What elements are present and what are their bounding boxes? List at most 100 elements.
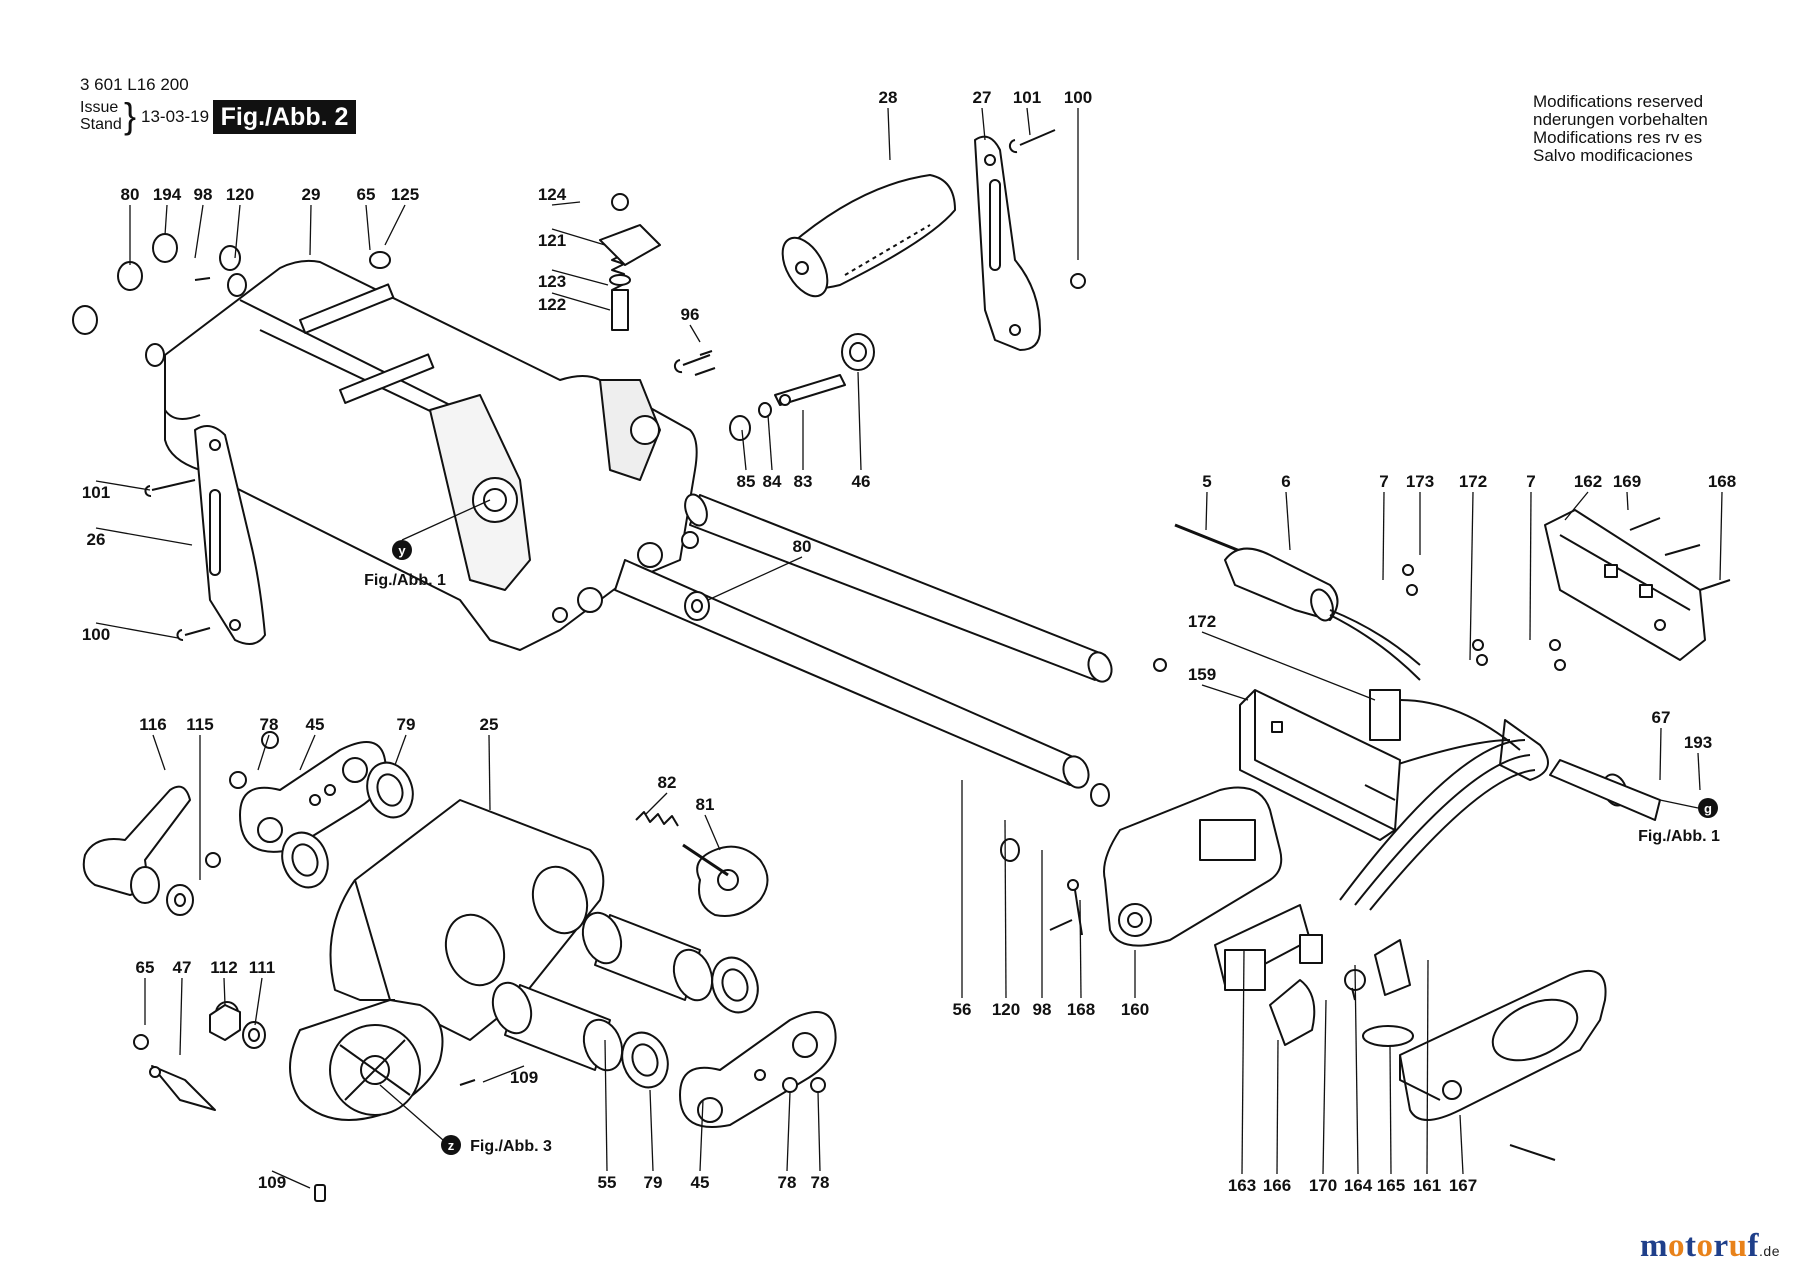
callout-label: 120: [226, 185, 254, 204]
callout-label: 109: [510, 1068, 538, 1087]
callout-label: 172: [1188, 612, 1216, 631]
callout-label: 96: [681, 305, 700, 324]
callout-label: 47: [173, 958, 192, 977]
callout-label: 78: [778, 1173, 797, 1192]
leader-line: [482, 1065, 525, 1083]
leader-line: [365, 204, 371, 251]
callout-label: 25: [480, 715, 499, 734]
callout-label: 125: [391, 185, 419, 204]
issue-date: 13-03-19: [141, 107, 210, 126]
leader-line: [95, 480, 151, 491]
leader-line: [95, 527, 193, 546]
notice-line: Salvo modificaciones: [1533, 146, 1693, 165]
part-bushings: [491, 911, 714, 1072]
callout-label: 78: [260, 715, 279, 734]
part-washers: [145, 273, 1110, 1089]
leader-line: [1354, 964, 1359, 1175]
callout-label: 122: [538, 295, 566, 314]
leader-line: [887, 107, 891, 161]
callout-label: 101: [1013, 88, 1041, 107]
leader-line: [234, 204, 241, 259]
ref-letter-g: g: [1704, 801, 1712, 816]
part-bracket-27: [974, 135, 1041, 351]
callout-label: 98: [1033, 1000, 1052, 1019]
callout-label: 160: [1121, 1000, 1149, 1019]
leader-line: [394, 734, 407, 766]
leader-line: [1201, 684, 1249, 701]
leader-line: [223, 977, 226, 1006]
callout-label: 194: [153, 185, 182, 204]
leader-line: [1004, 819, 1007, 999]
callout-label: 100: [1064, 88, 1092, 107]
callout-label: 169: [1613, 472, 1641, 491]
callout-label: 168: [1067, 1000, 1095, 1019]
part-handle: [781, 174, 956, 298]
leader-line: [551, 201, 581, 206]
callout-label: 28: [879, 88, 898, 107]
leader-line: [644, 792, 668, 816]
leader-line: [1241, 949, 1245, 1175]
callout-label: 109: [258, 1173, 286, 1192]
leader-lines: [95, 107, 1723, 1189]
part-bushing-80: [72, 233, 710, 621]
callout-label: 6: [1281, 472, 1290, 491]
leader-line: [1459, 1114, 1464, 1175]
ref-label-g: Fig./Abb. 1: [1638, 828, 1720, 845]
leader-line: [707, 556, 803, 601]
callout-label: 173: [1406, 472, 1434, 491]
leader-line: [857, 371, 862, 471]
leader-line: [1205, 491, 1208, 531]
leader-line: [699, 1099, 704, 1172]
notice-line: Modifications reserved: [1533, 92, 1704, 111]
leader-line: [194, 204, 204, 259]
leader-line: [1697, 752, 1701, 791]
callout-label: 193: [1684, 733, 1712, 752]
callout-label: 45: [691, 1173, 710, 1192]
callout-label: 170: [1309, 1176, 1337, 1195]
brace-glyph: }: [124, 95, 137, 136]
leader-line: [551, 292, 611, 311]
brand-watermark: motoruf.de: [1640, 1228, 1780, 1265]
brand-letter: f: [1747, 1228, 1760, 1264]
callout-label: 167: [1449, 1176, 1477, 1195]
leader-line: [488, 734, 491, 811]
leader-line: [786, 1091, 791, 1172]
leader-line: [1564, 491, 1589, 521]
brand-letter: m: [1640, 1228, 1668, 1264]
ref-marker-z: z Fig./Abb. 3: [379, 1084, 552, 1155]
leader-line: [271, 1170, 311, 1189]
callout-label: 82: [658, 773, 677, 792]
callout-label: 80: [793, 537, 812, 556]
part-knob: [682, 843, 769, 917]
leader-line: [384, 204, 406, 246]
leader-line: [1201, 631, 1376, 701]
callout-label: 124: [538, 185, 567, 204]
callout-label: 123: [538, 272, 566, 291]
part-plate-45a: [239, 741, 387, 853]
ref-label-z: Fig./Abb. 3: [470, 1138, 552, 1155]
callout-label: 168: [1708, 472, 1736, 491]
leader-line: [1426, 959, 1429, 1175]
part-cable: [1174, 523, 1661, 911]
issue-label: Issue: [80, 99, 119, 116]
issue-stand-labels: Issue Stand: [80, 99, 122, 133]
callout-label: 79: [397, 715, 416, 734]
leader-line: [257, 734, 270, 771]
leader-line: [767, 414, 773, 471]
brand-name: motoruf: [1640, 1228, 1759, 1264]
callout-label: 111: [249, 958, 276, 977]
callout-label: 29: [302, 185, 321, 204]
brand-letter: o: [1668, 1228, 1685, 1264]
callout-label: 101: [82, 483, 110, 502]
leader-line: [95, 622, 179, 639]
leader-line: [1382, 491, 1385, 581]
leader-line: [649, 1089, 654, 1172]
leader-line: [551, 228, 606, 246]
leader-line: [604, 1039, 608, 1172]
leader-line: [741, 429, 747, 471]
ref-letter-z: z: [448, 1138, 455, 1153]
ref-label-y: Fig./Abb. 1: [364, 572, 446, 589]
callout-label: 78: [811, 1173, 830, 1192]
part-lever: [82, 785, 191, 904]
